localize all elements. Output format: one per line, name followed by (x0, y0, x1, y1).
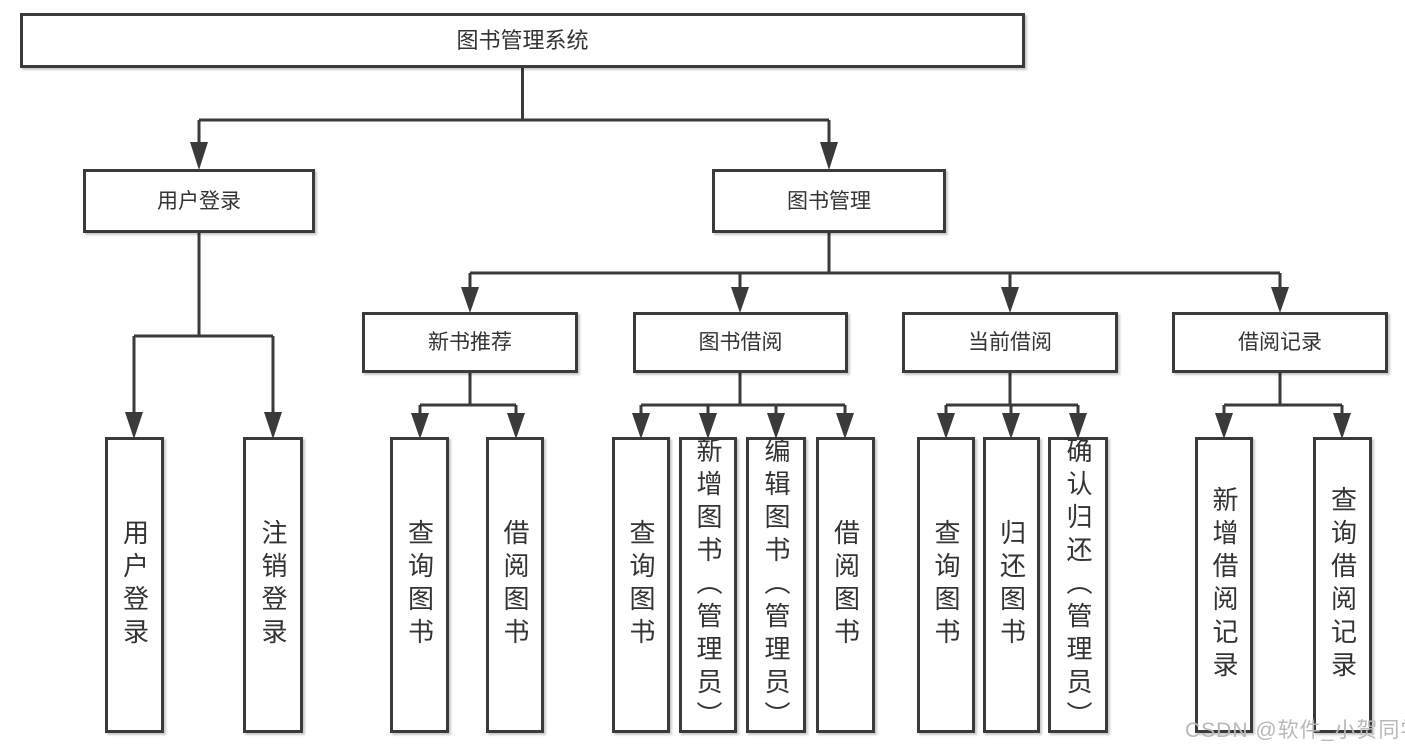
node-borrow-records: 借阅记录 (1172, 312, 1388, 373)
leaf-logout-login: 注销登录 (243, 437, 303, 733)
leaf-query-borrow-record: 查询借阅记录 (1313, 437, 1372, 733)
leaf-query-book-recommend: 查询图书 (390, 437, 449, 733)
leaf-add-book-admin: 新增图书（管理员） (679, 437, 737, 734)
leaf-borrow-book-recommend: 借阅图书 (486, 437, 544, 733)
node-current-borrow: 当前借阅 (902, 312, 1118, 373)
leaf-query-book-current: 查询图书 (917, 437, 975, 733)
node-new-book-recommend: 新书推荐 (362, 312, 578, 373)
leaf-add-borrow-record: 新增借阅记录 (1195, 437, 1253, 733)
leaf-borrow-book: 借阅图书 (816, 437, 875, 733)
leaf-return-book: 归还图书 (983, 437, 1040, 733)
node-user-login-branch: 用户登录 (83, 169, 315, 233)
leaf-edit-book-admin: 编辑图书（管理员） (746, 437, 806, 734)
leaf-query-book-borrow: 查询图书 (612, 437, 670, 733)
node-book-borrow: 图书借阅 (633, 312, 848, 373)
leaf-user-login: 用户登录 (105, 437, 164, 733)
node-root-system: 图书管理系统 (20, 13, 1025, 68)
leaf-confirm-return-admin: 确认归还（管理员） (1048, 437, 1108, 734)
node-book-management-branch: 图书管理 (712, 169, 946, 233)
watermark-text: CSDN @软件_小贺同学 (1185, 719, 1405, 742)
